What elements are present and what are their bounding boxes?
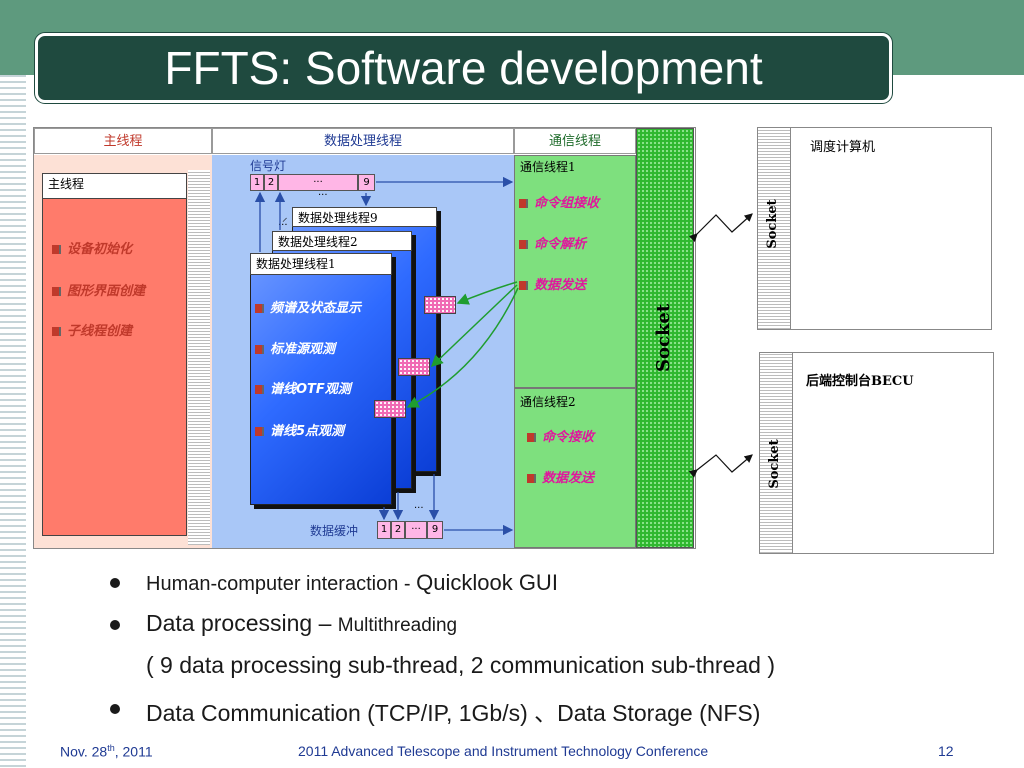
scheduler-socket-strip xyxy=(758,128,791,329)
data-thread-item: 谱线OTF观测 xyxy=(255,378,351,397)
socket-bar-label: Socket xyxy=(653,303,674,372)
data-thread-1-panel xyxy=(250,253,392,505)
scheduler-computer-box xyxy=(757,127,992,330)
bullet-dot-icon xyxy=(110,704,120,714)
bullet-square-icon xyxy=(255,304,264,313)
main-thread-header: 主线程 xyxy=(34,128,212,154)
bullet-square-icon xyxy=(255,345,264,354)
slide-title: FFTS: Software development xyxy=(164,42,763,94)
bullet-square-icon xyxy=(52,327,61,336)
bullet-hci: Human-computer interaction - Quicklook G… xyxy=(146,570,558,595)
semaphore-cell: ··· xyxy=(278,174,358,191)
comm-thread-2-label: 通信线程2 xyxy=(520,395,576,409)
scheduler-socket-label: Socket xyxy=(765,199,780,249)
buffer-cell: 1 xyxy=(377,521,391,539)
semaphore-cell: 1 xyxy=(250,174,264,191)
bullet-square-icon xyxy=(52,287,61,296)
comm-thread-1-item: 命令解析 xyxy=(519,233,586,252)
data-thread-9-label: 数据处理线程9 xyxy=(292,207,437,227)
bullet-data-processing: Data processing – Multithreading xyxy=(146,610,458,636)
communication-header: 通信线程 xyxy=(514,128,636,154)
bullet-square-icon xyxy=(527,474,536,483)
network-link-scheduler xyxy=(688,213,753,243)
semaphore-ellipsis: ··· xyxy=(318,190,328,201)
comm-thread-2-area xyxy=(514,388,636,548)
data-thread-item: 频谱及状态显示 xyxy=(255,297,361,316)
page-number: 12 xyxy=(938,743,954,759)
becu-socket-label: Socket xyxy=(767,439,782,489)
thread-stack-mark: ⸝ xyxy=(282,211,288,224)
footer-conference: 2011 Advanced Telescope and Instrument T… xyxy=(298,743,709,759)
data-buffer-array: 1 2 ··· 9 xyxy=(377,521,443,539)
semaphore-cell: 9 xyxy=(358,174,375,191)
main-thread-item: 图形界面创建 xyxy=(52,280,145,299)
main-thread-hatched-edge xyxy=(188,170,210,545)
becu-socket-strip xyxy=(760,353,793,553)
main-thread-box-label: 主线程 xyxy=(42,173,187,199)
data-packet xyxy=(398,358,430,376)
title-box: FFTS: Software development xyxy=(35,33,892,103)
footer-date: Nov. 28th, 2011 xyxy=(60,743,153,760)
bullet-square-icon xyxy=(519,281,528,290)
data-thread-item: 谱线5点观测 xyxy=(255,420,344,439)
bullet-square-icon xyxy=(255,385,264,394)
main-thread-box: 主线程 xyxy=(42,173,187,536)
comm-thread-2-item: 数据发送 xyxy=(527,467,594,486)
data-thread-item: 标准源观测 xyxy=(255,338,335,357)
bullet-square-icon xyxy=(255,427,264,436)
buffer-label: 数据缓冲 xyxy=(310,524,359,538)
bullet-communication: Data Communication (TCP/IP, 1Gb/s) 、Data… xyxy=(146,700,761,726)
thread-stack-ellipsis: ··· xyxy=(278,220,288,231)
semaphore-array: 1 2 ··· 9 xyxy=(250,174,375,191)
bullet-square-icon xyxy=(527,433,536,442)
becu-label: 后端控制台BECU xyxy=(806,374,914,389)
becu-box xyxy=(759,352,994,554)
bullet-square-icon xyxy=(52,245,61,254)
main-thread-item: 子线程创建 xyxy=(52,320,132,339)
data-packet xyxy=(374,400,406,418)
semaphore-cell: 2 xyxy=(264,174,278,191)
bullet-thread-counts: ( 9 data processing sub-thread, 2 commun… xyxy=(146,652,775,678)
data-packet xyxy=(424,296,456,314)
data-processing-header: 数据处理线程 xyxy=(212,128,514,154)
buffer-ellipsis: ··· xyxy=(414,503,424,514)
semaphore-label: 信号灯 xyxy=(250,159,287,173)
comm-thread-1-label: 通信线程1 xyxy=(520,160,576,174)
buffer-cell: ··· xyxy=(405,521,427,539)
data-thread-2-label: 数据处理线程2 xyxy=(272,231,412,251)
comm-thread-2-item: 命令接收 xyxy=(527,426,594,445)
main-thread-item: 设备初始化 xyxy=(52,238,132,257)
buffer-cell: 9 xyxy=(427,521,443,539)
network-link-becu xyxy=(688,454,753,478)
socket-bar xyxy=(636,128,694,548)
buffer-cell: 2 xyxy=(391,521,405,539)
comm-thread-1-item: 数据发送 xyxy=(519,274,586,293)
comm-thread-1-area xyxy=(514,155,636,388)
data-thread-1-label: 数据处理线程1 xyxy=(250,253,392,275)
bullet-square-icon xyxy=(519,240,528,249)
bullet-dot-icon xyxy=(110,578,120,588)
comm-thread-1-item: 命令组接收 xyxy=(519,192,599,211)
left-stripes xyxy=(0,75,26,768)
scheduler-computer-label: 调度计算机 xyxy=(810,140,876,155)
bullet-dot-icon xyxy=(110,620,120,630)
bullet-square-icon xyxy=(519,199,528,208)
